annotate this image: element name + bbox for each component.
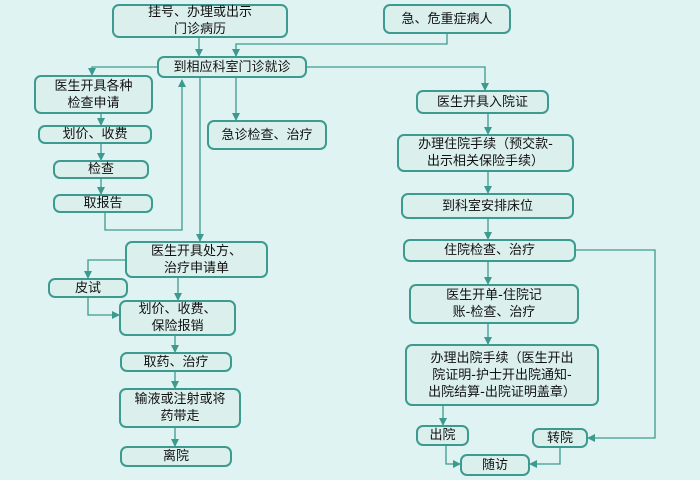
node-medicine-treatment: 取药、治疗 <box>120 352 232 372</box>
arrow-inpatient-to-transfer <box>576 249 656 442</box>
node-examination: 检查 <box>53 160 149 179</box>
node-get-report: 取报告 <box>53 194 153 213</box>
arrow-discharge-to-follow-up <box>445 446 461 468</box>
node-inpatient-billing: 医生开单-住院记 账-检查、治疗 <box>409 284 579 324</box>
node-pricing-fee-1: 划价、收费 <box>38 125 152 144</box>
node-emergency-exam: 急诊检查、治疗 <box>207 120 327 150</box>
node-bed-assignment: 到科室安排床位 <box>401 193 574 219</box>
arrow-transfer-to-follow-up <box>529 448 561 468</box>
node-follow-up: 随访 <box>460 454 530 476</box>
node-discharge-procedure: 办理出院手续（医生开出 院证明-护士开出院通知- 出院结算-出院证明盖章） <box>405 344 599 406</box>
node-clinic-visit: 到相应科室门诊就诊 <box>157 56 307 78</box>
arrow-clinic-to-admission <box>307 66 489 91</box>
node-emergency-patient: 急、危重症病人 <box>383 4 511 34</box>
node-prescription: 医生开具处方、 治疗申请单 <box>125 241 268 278</box>
node-exam-request: 医生开具各种 检查申请 <box>34 75 153 114</box>
arrow-skin-test-to-fee2 <box>87 298 120 319</box>
node-discharge: 出院 <box>416 425 469 446</box>
arrow-clinic-to-exam-request <box>88 66 157 76</box>
arrow-prescription-to-skin-test <box>84 259 125 279</box>
node-infusion: 输液或注射或将 药带走 <box>119 388 241 428</box>
node-transfer: 转院 <box>532 428 588 448</box>
node-leave-hospital: 离院 <box>120 446 232 467</box>
arrow-emergency-to-clinic <box>232 34 448 57</box>
node-register: 挂号、办理或出示 门诊病历 <box>112 4 288 38</box>
arrow-report-back-to-clinic <box>104 79 186 231</box>
node-skin-test: 皮试 <box>48 278 128 298</box>
node-inpatient-treatment: 住院检查、治疗 <box>403 239 576 262</box>
node-admission-cert: 医生开具入院证 <box>416 90 549 114</box>
node-admission-procedure: 办理住院手续（预交款- 出示相关保险手续） <box>397 134 574 172</box>
node-pricing-fee-2: 划价、收费、 保险报销 <box>119 300 236 336</box>
